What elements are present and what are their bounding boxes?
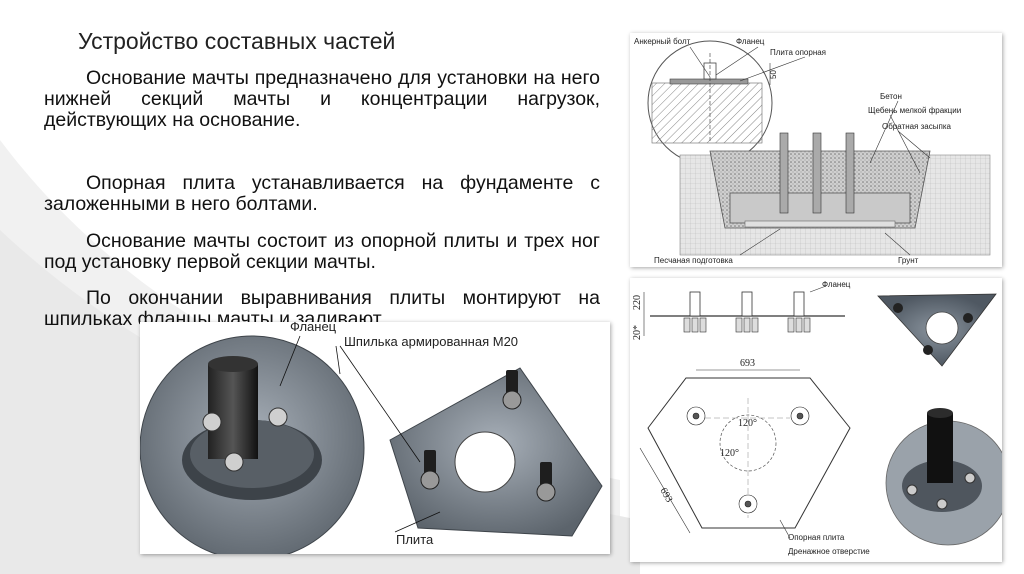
label-dim-693-top: 693: [740, 358, 755, 369]
label-angle-b: 120°: [720, 448, 739, 459]
label-angle-a: 120°: [738, 418, 757, 429]
label-drain-hole: Дренажное отверстие: [788, 547, 870, 556]
label-flange-top: Фланец: [736, 37, 765, 46]
label-dim-20: 20*: [632, 325, 643, 340]
base-render-figure: Фланец Шпилька армированная М20 Плита: [140, 322, 610, 554]
label-sand: Песчаная подготовка: [654, 256, 733, 265]
label-anchor-bolt: Анкерный болт: [634, 37, 691, 46]
label-plate: Плита: [396, 532, 434, 547]
base-plate-figure: 220 20* Фланец 693 120° 120° 693 Опорная…: [630, 278, 1002, 562]
label-dim-50: 50: [769, 70, 778, 79]
paragraph-3: Основание мачты состоит из опорной плиты…: [44, 230, 600, 273]
label-dim-220: 220: [632, 295, 643, 310]
label-stud: Шпилька армированная М20: [344, 334, 518, 349]
label-gravel: Щебень мелкой фракции: [868, 106, 961, 115]
slide-title: Устройство составных частей: [78, 28, 396, 54]
paragraph-2: Опорная плита устанавливается на фундаме…: [44, 172, 600, 215]
label-base-plate-bottom: Опорная плита: [788, 533, 845, 542]
label-base-plate-top: Плита опорная: [770, 48, 826, 57]
label-soil: Грунт: [898, 256, 919, 265]
label-backfill: Обратная засыпка: [882, 122, 951, 131]
label-flange-render: Фланец: [290, 322, 337, 334]
label-concrete: Бетон: [880, 92, 902, 101]
label-flange-plate: Фланец: [822, 280, 851, 289]
foundation-section-figure: Анкерный болт Фланец Плита опорная 50 Бе…: [630, 33, 1002, 267]
paragraph-1: Основание мачты предназначено для устано…: [44, 67, 600, 131]
